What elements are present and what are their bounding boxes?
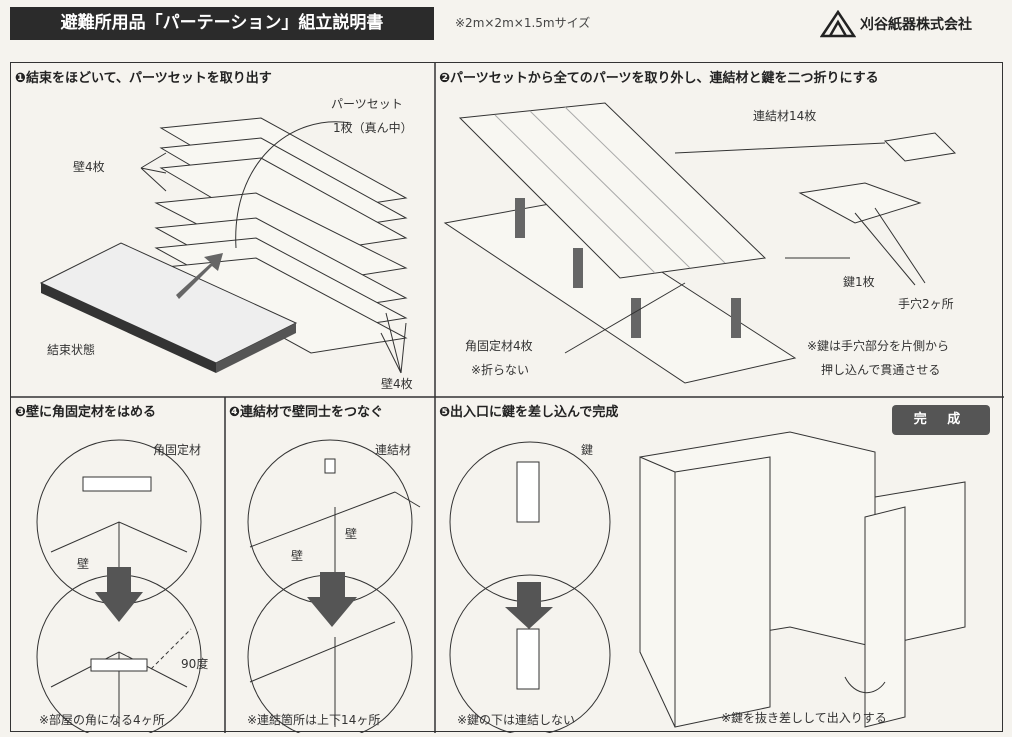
step-4-panel: ❹連結材で壁同士をつなぐ 連結材 壁 壁 ※連結箇所は上下14ヶ所 bbox=[225, 397, 435, 733]
entry-note: ※鍵を抜き差しして出入りする bbox=[721, 711, 887, 725]
connectors-label: 連結材14枚 bbox=[753, 109, 817, 123]
step-1-title: ❶結束をほどいて、パーツセットを取り出す bbox=[15, 71, 272, 86]
key-note-1: ※鍵は手穴部分を片側から bbox=[807, 339, 950, 353]
corner-parts-label: 角固定材4枚 bbox=[465, 339, 533, 353]
step-3-panel: ❸壁に角固定材をはめる 角固定材 壁 90度 ※部屋の角になる4ヶ所 bbox=[11, 397, 225, 733]
walls-bottom-label: 壁4枚 bbox=[381, 377, 413, 391]
panel-dividers bbox=[11, 63, 1004, 733]
parts-set-label: パーツセット bbox=[331, 97, 403, 111]
company-logo-icon bbox=[820, 10, 856, 38]
step-2-title: ❷パーツセットから全てのパーツを取り外し、連結材と鍵を二つ折りにする bbox=[439, 71, 879, 86]
size-note: ※2m×2m×1.5mサイズ bbox=[455, 16, 591, 30]
key-part-label: 鍵 bbox=[581, 443, 594, 457]
complete-badge: 完 成 bbox=[892, 405, 990, 435]
no-fold-note: ※折らない bbox=[471, 363, 530, 377]
walls-top-label: 壁4枚 bbox=[73, 160, 105, 174]
step-1-panel: ❶結束をほどいて、パーツセットを取り出す パーツセット 1枚（真ん中） 壁4枚 … bbox=[11, 63, 435, 397]
angle-label: 90度 bbox=[181, 657, 209, 671]
wall-b-label: 壁 bbox=[345, 527, 358, 541]
bundled-label: 結束状態 bbox=[47, 343, 96, 357]
company-logo: 刈谷紙器株式会社 bbox=[820, 10, 972, 38]
company-name: 刈谷紙器株式会社 bbox=[860, 17, 972, 33]
step-3-illustration bbox=[36, 439, 202, 733]
step-2-panel: ❷パーツセットから全てのパーツを取り外し、連結材と鍵を二つ折りにする 連結材14… bbox=[435, 63, 1004, 397]
step-5-illustration bbox=[449, 431, 966, 733]
wall-label: 壁 bbox=[77, 557, 90, 571]
key-label: 鍵1枚 bbox=[843, 275, 875, 289]
step-2-illustration bbox=[443, 102, 957, 384]
hand-holes-label: 手穴2ヶ所 bbox=[898, 297, 954, 311]
step-4-title: ❹連結材で壁同士をつなぐ bbox=[229, 405, 384, 420]
step-4-illustration bbox=[247, 439, 421, 733]
steps-frame: ❶結束をほどいて、パーツセットを取り出す パーツセット 1枚（真ん中） 壁4枚 … bbox=[10, 62, 1004, 733]
parts-set-count-label: 1枚（真ん中） bbox=[333, 121, 413, 135]
step-5-panel: ❺出入口に鍵を差し込んで完成 鍵 ※鍵の下は連結しない ※鍵を抜き差しして出入り… bbox=[435, 397, 1004, 733]
wall-a-label: 壁 bbox=[291, 549, 304, 563]
connector-note: ※連結箇所は上下14ヶ所 bbox=[247, 713, 381, 727]
step-5-title: ❺出入口に鍵を差し込んで完成 bbox=[439, 405, 619, 420]
key-note-2: 押し込んで貫通させる bbox=[821, 363, 941, 377]
corner-note: ※部屋の角になる4ヶ所 bbox=[39, 713, 165, 727]
corner-part-label: 角固定材 bbox=[153, 443, 202, 457]
key-note: ※鍵の下は連結しない bbox=[457, 713, 576, 727]
step-1-illustration bbox=[39, 117, 408, 374]
sheet-title: 避難所用品「パーテーション」組立説明書 bbox=[10, 7, 434, 40]
connector-label: 連結材 bbox=[375, 443, 412, 457]
step-3-title: ❸壁に角固定材をはめる bbox=[15, 405, 157, 420]
